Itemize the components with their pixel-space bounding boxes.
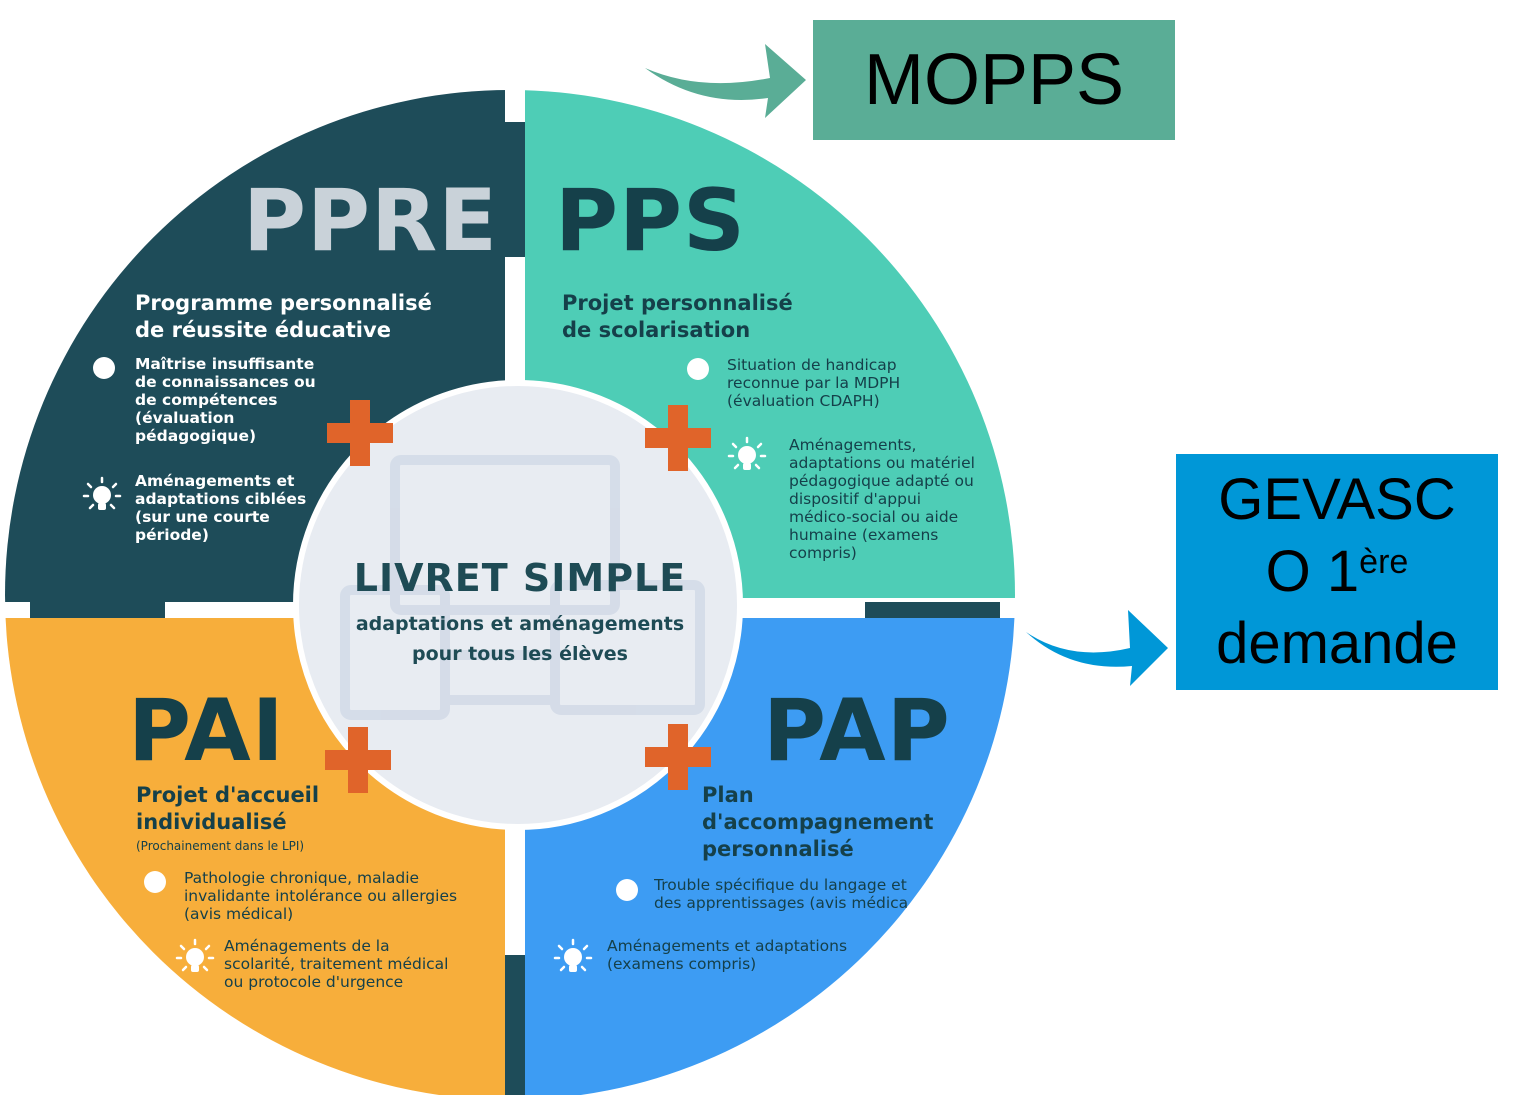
lightbulb-icon [553, 938, 593, 972]
plus-icon [645, 405, 711, 471]
arrow-to-gevasco-icon [1026, 610, 1168, 686]
criteria-bullet-icon [144, 871, 166, 893]
plus-icon [327, 400, 393, 466]
plus-icons [325, 400, 711, 793]
pap-acronym: PAP [763, 681, 951, 781]
lightbulb-icon [727, 436, 767, 470]
center-title: LIVRET SIMPLE [353, 556, 687, 600]
plus-icon [325, 727, 391, 793]
pps-acronym: PPS [555, 171, 746, 271]
criteria-bullet-icon [616, 879, 638, 901]
criteria-bullet-icon [93, 357, 115, 379]
lightbulb-icon [82, 476, 122, 510]
arrow-to-mopps-icon [645, 44, 806, 118]
gevasco-line3: demande [1216, 611, 1458, 676]
mopps-box: MOPPS [813, 20, 1175, 140]
pai-note: (Prochainement dans le LPI) [136, 839, 305, 853]
criteria-bullet-icon [687, 358, 709, 380]
plus-icon [645, 724, 711, 790]
gevasco-line1: GEVASC [1218, 467, 1456, 532]
mopps-label: MOPPS [863, 40, 1125, 120]
gevasco-line2: O 1ère [1265, 539, 1409, 604]
lightbulb-icon [175, 938, 215, 972]
gevasco-box: GEVASC O 1ère demande [1176, 454, 1498, 690]
pap-measures: Aménagements et adaptations(examens comp… [607, 937, 848, 973]
ppre-acronym: PPRE [243, 171, 499, 271]
pai-acronym: PAI [128, 681, 285, 781]
